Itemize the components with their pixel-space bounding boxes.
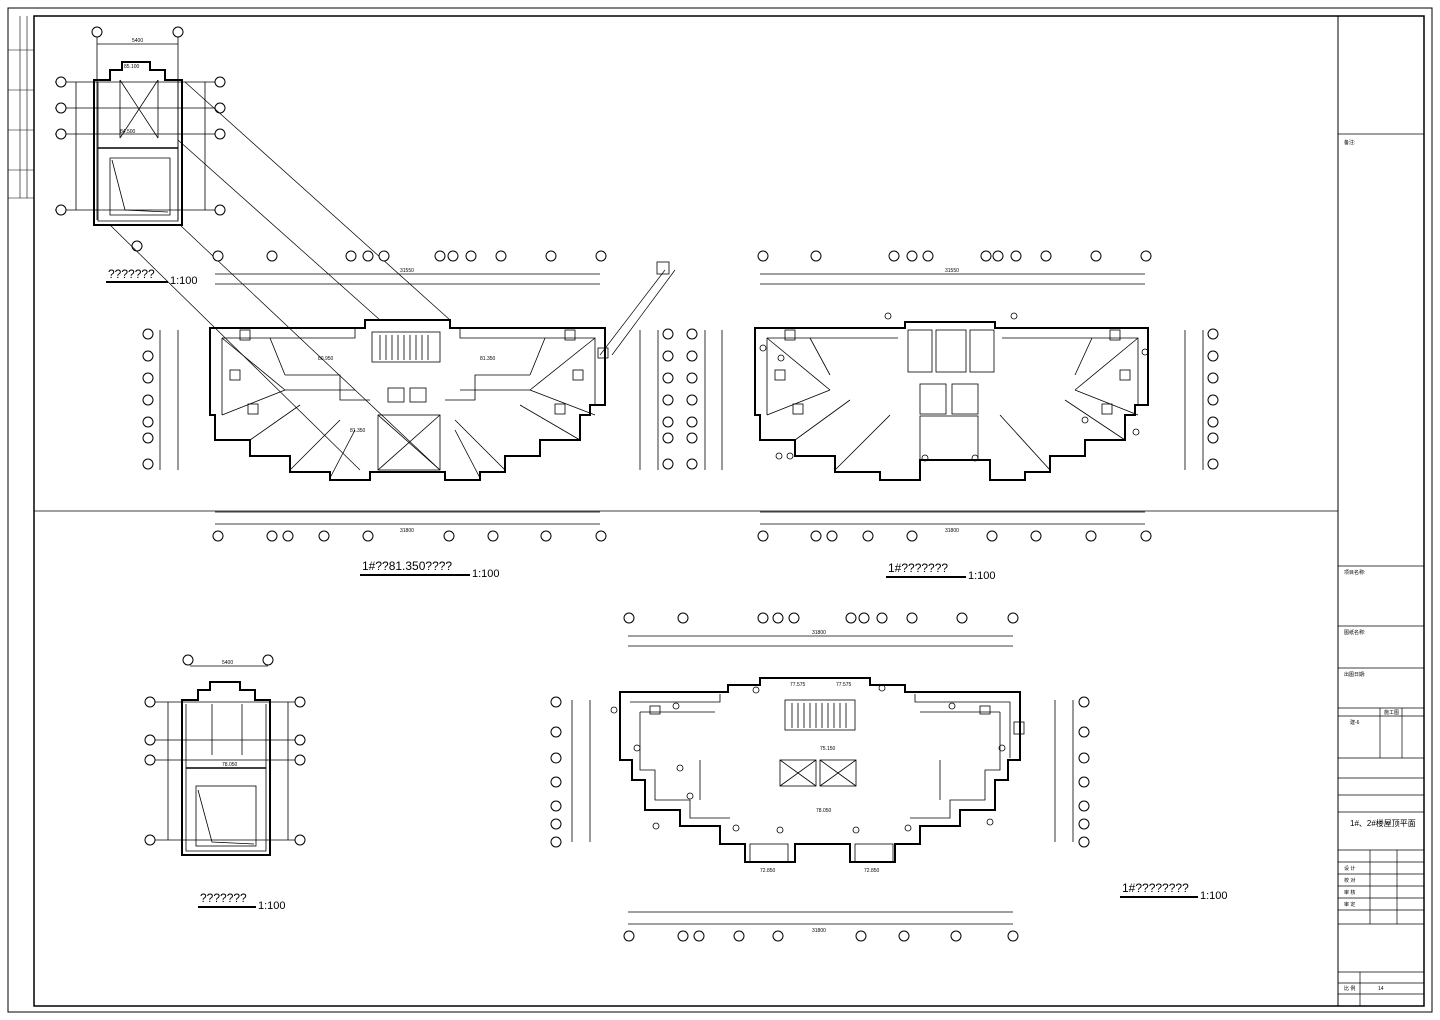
roof-plan-title-group: 1#??81.350???? 1:100 xyxy=(360,559,500,580)
stair-top-small-scale: 1:100 xyxy=(170,275,198,287)
tb-drawing-name: 1#、2#楼屋顶平面 xyxy=(1350,818,1416,828)
stair-bottom-small-scale: 1:100 xyxy=(258,900,286,912)
floor-plan-title: 1#???????? xyxy=(1122,881,1189,895)
tb-project-label: 项目名称: xyxy=(1344,569,1365,576)
tb-design-label: 设 计 xyxy=(1344,865,1355,872)
floor-elevation-d: 78.050 xyxy=(816,808,832,814)
leader-lines xyxy=(109,81,676,471)
stair-top-mark: 85.100 xyxy=(124,64,140,70)
stair-top-small-title-group: ??????? 1:100 xyxy=(106,267,198,287)
tb-review-label: 审 核 xyxy=(1344,889,1355,896)
floor-plan-scale: 1:100 xyxy=(1200,890,1228,902)
attic-plan-scale: 1:100 xyxy=(968,570,996,582)
tb-approve-label: 审 定 xyxy=(1344,901,1355,908)
floor-plan xyxy=(571,635,1074,925)
attic-plan-title: 1#??????? xyxy=(888,561,948,575)
stair-plan-bottom-small xyxy=(150,665,300,856)
floor-elevation-c: 72.850 xyxy=(760,868,776,874)
title-block xyxy=(1338,133,1424,1006)
tb-scale-label: 比 例 xyxy=(1344,985,1355,992)
floor-elevation-b: 75.150 xyxy=(820,746,836,752)
stair-bottom-width-dim: 5400 xyxy=(222,660,233,666)
stair-bottom-small-title-group: ??????? 1:100 xyxy=(198,891,286,912)
stair-bottom-elevation: 78.050 xyxy=(222,762,238,768)
tb-notes-label: 备注: xyxy=(1344,139,1355,146)
floor-elevation-c2: 72.850 xyxy=(864,868,880,874)
attic-plan-title-group: 1#??????? 1:100 xyxy=(886,561,996,582)
floor-overall-dim-bottom: 31800 xyxy=(812,928,826,934)
roof-elevation-b: 81.350 xyxy=(480,356,496,362)
stair-plan-top-small xyxy=(55,32,225,226)
stair-plan-top-axis-bubbles xyxy=(55,26,226,252)
roof-overall-dim-bottom: 31800 xyxy=(400,528,414,534)
stair-bottom-small-title: ??????? xyxy=(200,891,247,905)
tb-page-no: 14 xyxy=(1378,986,1384,992)
attic-plan xyxy=(704,273,1204,525)
stair-width-dim: 5400 xyxy=(132,38,143,44)
attic-overall-dim-bottom: 31800 xyxy=(945,528,959,534)
floor-elevation-a: 77.575 xyxy=(790,682,806,688)
tb-stage: 施工图 xyxy=(1384,709,1399,716)
tb-drawing-label: 图纸名称: xyxy=(1344,629,1365,636)
roof-plan-axis-bubbles xyxy=(142,250,674,542)
roof-plan xyxy=(159,261,670,525)
stair-plan-bottom-axis-bubbles xyxy=(144,654,306,846)
floor-plan-title-group: 1#???????? 1:100 xyxy=(1120,881,1228,902)
stair-top-elevation: 84.500 xyxy=(120,129,136,135)
roof-overall-dim: 31550 xyxy=(400,268,414,274)
tb-check-label: 校 对 xyxy=(1344,877,1355,884)
stair-top-small-title: ??????? xyxy=(108,267,155,281)
tb-issue-label: 出图日期: xyxy=(1344,671,1365,678)
tb-sheet-no: 建-6 xyxy=(1350,719,1360,726)
attic-overall-dim: 31550 xyxy=(945,268,959,274)
roof-elevation-a: 80.950 xyxy=(318,356,334,362)
outer-border xyxy=(7,7,1433,1013)
left-binding-strip xyxy=(8,16,34,199)
roof-plan-scale: 1:100 xyxy=(472,568,500,580)
floor-elevation-a2: 77.575 xyxy=(836,682,852,688)
roof-elevation-c: 81.350 xyxy=(350,428,366,434)
roof-plan-title: 1#??81.350???? xyxy=(362,559,452,573)
floor-overall-dim: 31800 xyxy=(812,630,826,636)
